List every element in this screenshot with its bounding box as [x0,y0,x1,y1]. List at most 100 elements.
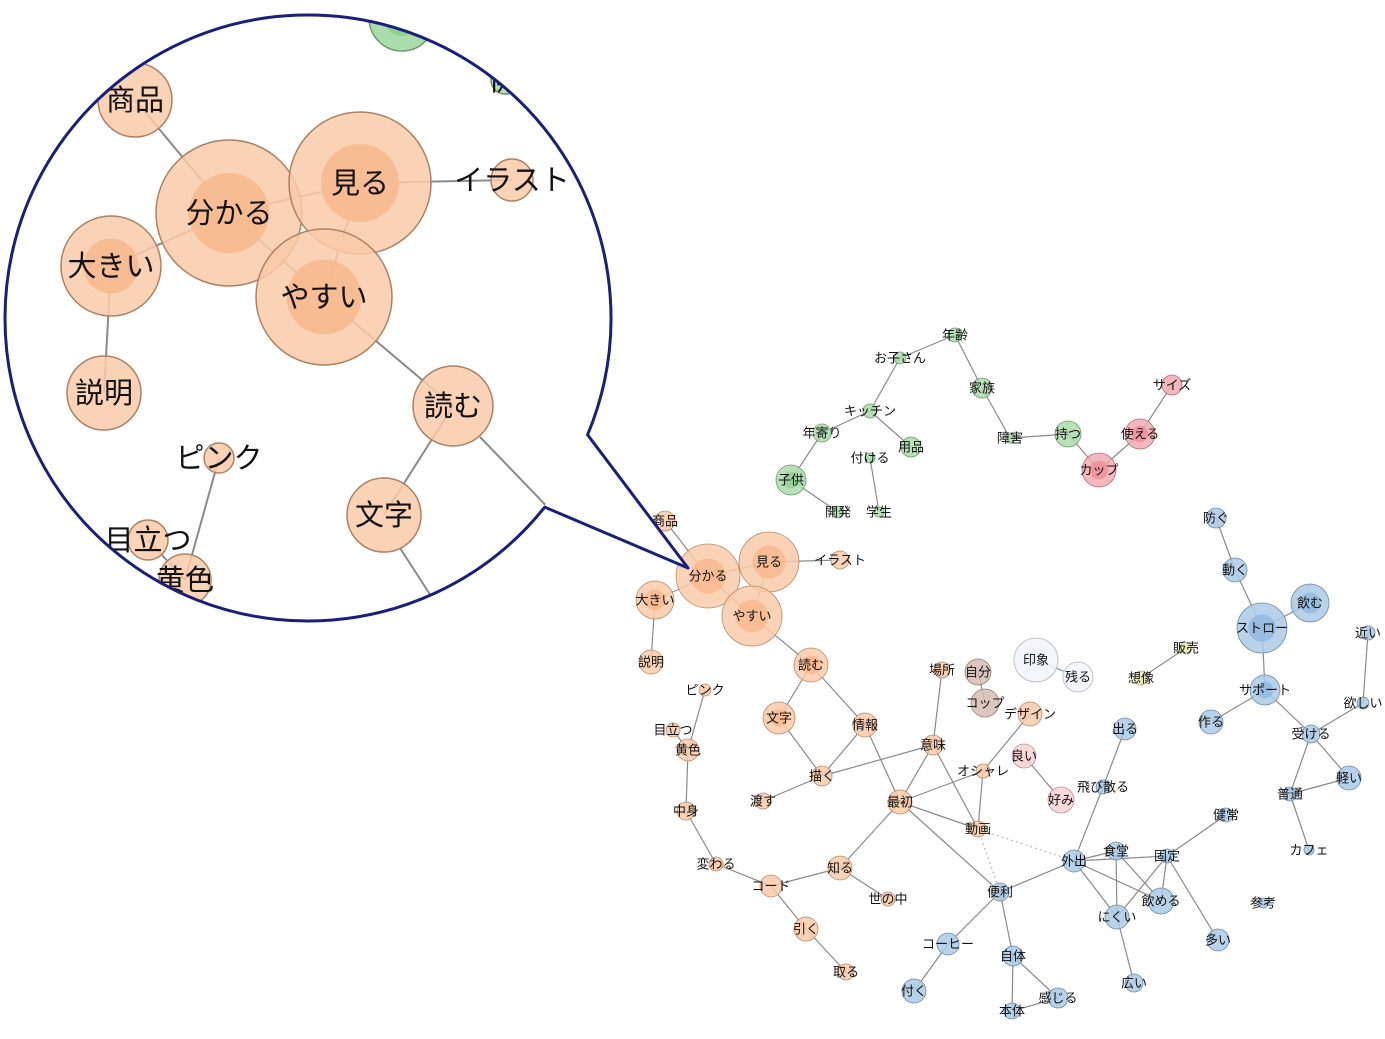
node-kiiro[interactable]: 黄色 [675,738,701,762]
node-shokudo[interactable]: 食堂 [1103,841,1129,861]
node-code[interactable]: コード [751,874,791,898]
zoom-node-setsumei[interactable]: 説明 [66,355,142,431]
zoom-node-moji[interactable]: 文字 [346,477,422,553]
node-kitchen[interactable]: キッチン [844,403,896,420]
node-kazoku[interactable]: 家族 [969,377,995,399]
node-saisho[interactable]: 最初 [887,789,913,815]
node-setsumei[interactable]: 説明 [638,649,664,675]
node-nenrei[interactable]: 年齢 [942,327,968,344]
zoom-node-ookii[interactable]: 大きい [60,215,162,317]
node-shohin[interactable]: 商品 [652,510,678,532]
node-kaku[interactable]: 描く [809,765,835,787]
node-gaishutsu[interactable]: 外出 [1061,849,1087,873]
zoom-node-yomu[interactable]: 読む [412,365,494,447]
node-nomu[interactable]: 飲む [1290,583,1330,623]
node-kawaru[interactable]: 変わる [696,857,735,873]
node-karui[interactable]: 軽い [1336,765,1362,791]
node-deru[interactable]: 出る [1112,717,1138,741]
node-yomu[interactable]: 読む [793,647,829,683]
node-ukeru[interactable]: 受ける [1291,724,1331,744]
node-tobichiru[interactable]: 飛び散る [1077,779,1129,796]
node-gakusei[interactable]: 学生 [866,505,892,521]
node-yasui[interactable]: やすい [721,585,783,647]
node-shiru[interactable]: 知る [827,855,853,881]
node-tsuku[interactable]: 付く [901,978,927,1004]
node-miru[interactable]: 見る [738,531,800,593]
node-straw[interactable]: ストロー [1236,602,1288,654]
node-tsukeru[interactable]: 付ける [850,452,889,467]
node-kanjiru[interactable]: 感じる [1038,987,1078,1009]
node-medatsu[interactable]: 目立つ [653,722,693,739]
node-hiku[interactable]: 引く [793,916,819,942]
node-sanko[interactable]: 参考 [1250,896,1276,912]
node-kodomo[interactable]: 子供 [775,464,807,496]
node-joho[interactable]: 情報 [852,712,878,738]
callout-balloon-outline [3,13,690,623]
node-toru[interactable]: 取る [833,963,859,981]
node-hiroi[interactable]: 広い [1121,973,1147,993]
node-hontai[interactable]: 本体 [999,1002,1025,1020]
node-label: 開発 [825,506,851,521]
node-hoshii[interactable]: 欲しい [1343,696,1382,712]
node-nokoru[interactable]: 残る [1062,661,1094,693]
zoom-node-medatsu[interactable]: 目立つ [104,519,192,561]
node-label: 説明 [638,655,664,671]
node-cafe[interactable]: カフェ [1289,844,1328,859]
node-tsukaeru[interactable]: 使える [1121,418,1160,450]
node-kotei[interactable]: 固定 [1154,848,1180,865]
node-koppu[interactable]: コップ [965,688,1005,718]
node-support[interactable]: サポート [1239,674,1291,706]
node-yononaka[interactable]: 世の中 [868,891,908,908]
zoom-node-wakaru[interactable]: 分かる [155,139,303,287]
node-ugoku[interactable]: 動く [1222,557,1248,583]
node-cup[interactable]: カップ [1079,452,1119,488]
node-label: 読む [798,658,824,674]
node-toshiyori[interactable]: 年寄り [802,423,842,443]
zoom-node-shohin[interactable]: 商品 [97,62,173,138]
node-yoi[interactable]: 良い [1011,743,1037,769]
node-motsu[interactable]: 持つ [1054,420,1082,448]
node-kenjitsu[interactable]: 健常 [1213,807,1239,824]
node-nikui[interactable]: にくい [1098,904,1137,930]
node-illust[interactable]: イラスト [814,550,866,570]
node-okosan[interactable]: お子さん [874,352,926,367]
node-tsukuru[interactable]: 作る [1198,709,1224,735]
node-sozo[interactable]: 想像 [1128,671,1154,687]
node-moji[interactable]: 文字 [762,701,796,735]
node-yohin[interactable]: 用品 [898,436,924,458]
node-benri[interactable]: 便利 [987,882,1013,902]
node-design[interactable]: デザイン [1004,701,1056,727]
node-nakami[interactable]: 中身 [673,801,699,821]
zoom-node-pink[interactable]: ピンク [175,441,262,475]
node-imi[interactable]: 意味 [920,734,946,756]
node-hanbai[interactable]: 販売 [1173,641,1199,657]
node-pink[interactable]: ピンク [685,684,724,699]
node-kaihatsu[interactable]: 開発 [825,506,851,521]
edge-kaku-imi [821,744,934,777]
node-nomeru[interactable]: 飲める [1141,887,1181,915]
node-jitai[interactable]: 自体 [1000,945,1026,967]
node-size[interactable]: サイズ [1153,374,1192,396]
node-coffee[interactable]: コーヒー [922,932,974,956]
zoom-node-miru[interactable]: 見る [288,111,432,255]
node-futsu[interactable]: 普通 [1277,786,1303,803]
node-watasu[interactable]: 渡す [750,792,776,810]
node-wakaru[interactable]: 分かる [675,543,741,609]
zoom-node-yasui[interactable]: やすい [255,228,393,366]
node-konomi[interactable]: 好み [1047,786,1075,814]
node-label: 防ぐ [1203,511,1229,527]
node-jibun[interactable]: 自分 [964,658,992,686]
node-oshare[interactable]: オシャレ [957,763,1009,780]
node-ooi[interactable]: 多い [1205,928,1231,952]
node-label: 知る [827,861,853,877]
node-insho[interactable]: 印象 [1013,637,1059,683]
node-fusegu[interactable]: 防ぐ [1203,507,1229,529]
edge-imi-douga [932,744,979,830]
node-douga[interactable]: 動画 [965,820,991,838]
node-chikai[interactable]: 近い [1355,625,1381,642]
node-ookii[interactable]: 大きい [635,580,675,620]
zoom-node-illust[interactable]: イラスト [454,158,570,202]
node-shogai[interactable]: 障害 [997,431,1023,447]
node-circle [1301,724,1321,744]
node-basho[interactable]: 場所 [929,661,955,679]
